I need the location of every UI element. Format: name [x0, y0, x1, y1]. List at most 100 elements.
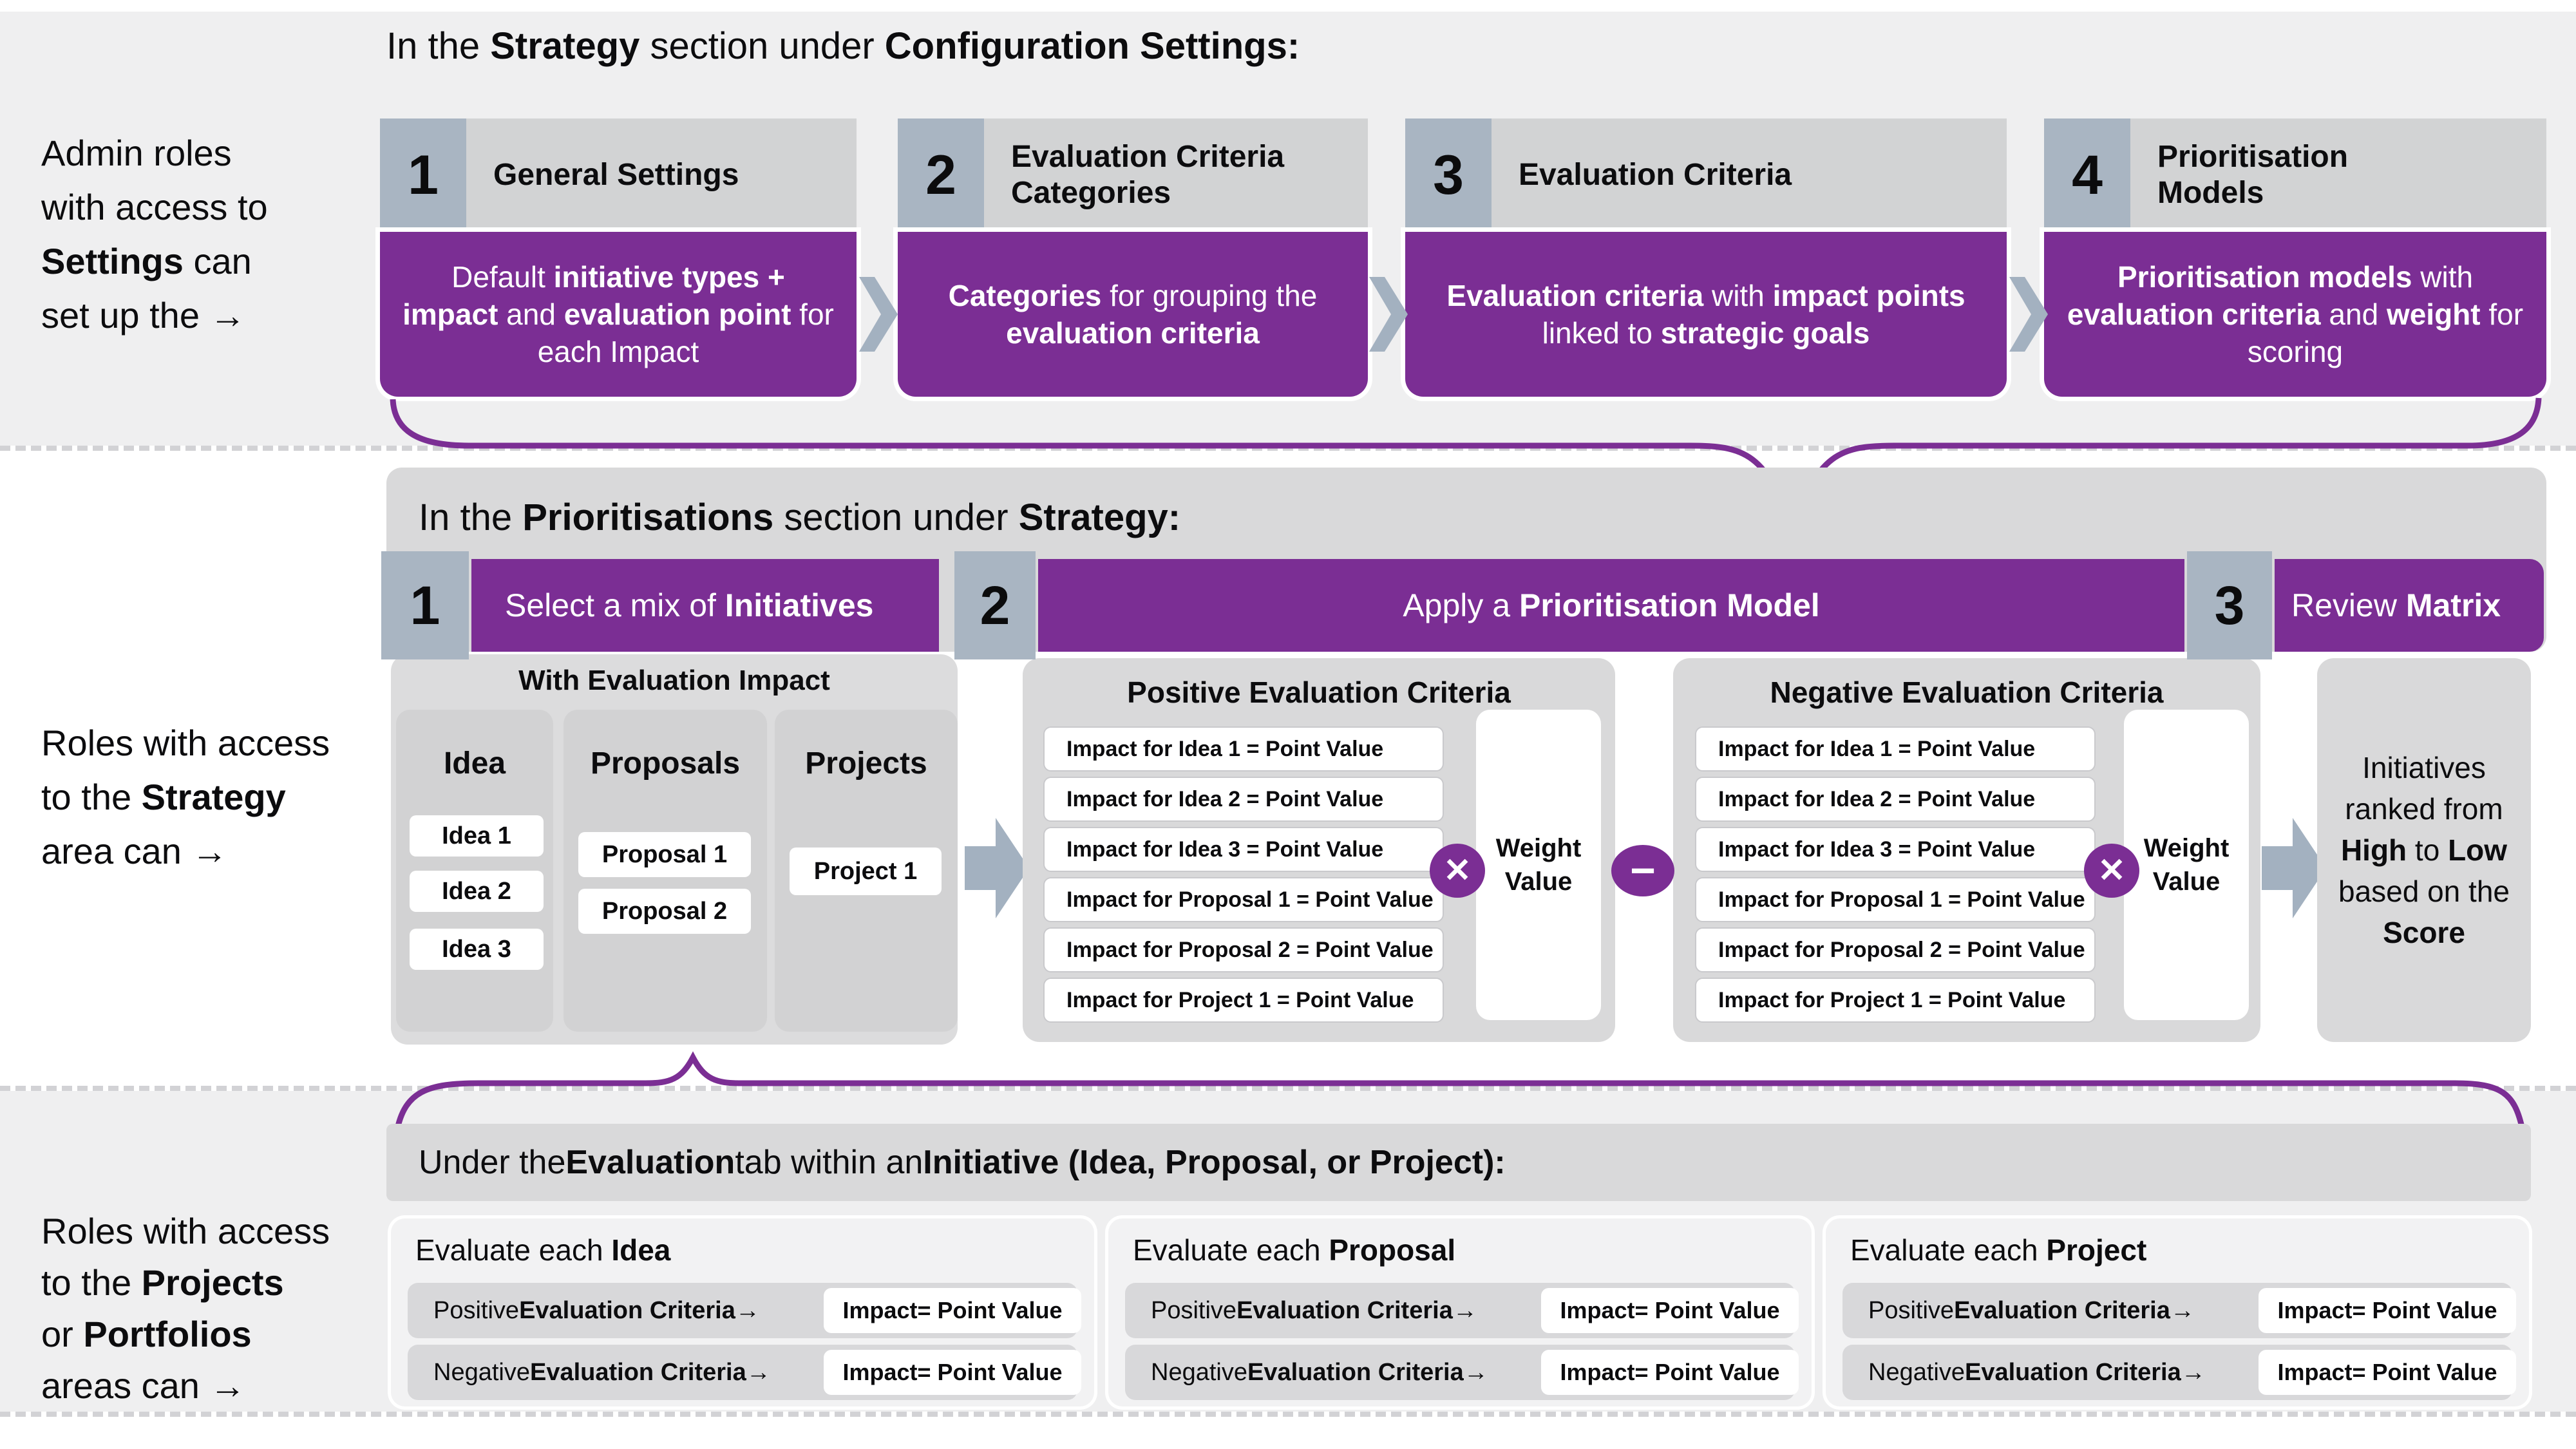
- text-segment: Impact: [842, 1297, 918, 1323]
- evaluate-project-panel: Evaluate each Project Positive Evaluatio…: [1826, 1218, 2529, 1406]
- impact-point-value-chip: Impact = Point Value: [2259, 1288, 2516, 1333]
- text-segment: →: [1463, 1358, 1488, 1386]
- separator-dashed-line-3: [0, 1412, 2576, 1417]
- flow-arrow-icon: [2262, 818, 2326, 918]
- text-segment: section under: [639, 25, 885, 67]
- text-segment: Strategy: [490, 25, 640, 67]
- middle-step-bar-select-initiatives: Select a mix of Initiatives: [471, 559, 939, 652]
- text-segment: initiative types + impact: [402, 260, 785, 331]
- bottom-section-title: Under the Evaluation tab within an Initi…: [419, 1124, 1506, 1201]
- text-segment: Evaluate each: [415, 1233, 612, 1267]
- impact-row: Impact for Project 1 = Point Value: [1043, 978, 1444, 1023]
- text-segment: Evaluation Criteria: [519, 1296, 735, 1324]
- text-segment: evaluation criteria: [2067, 298, 2321, 331]
- text-segment: Settings: [41, 241, 184, 281]
- positive-criteria-row: Positive Evaluation Criteria → Impact = …: [408, 1283, 1081, 1338]
- negative-criteria-row: Negative Evaluation Criteria → Impact = …: [408, 1345, 1081, 1400]
- text-segment: area can →: [41, 831, 228, 871]
- idea-3-chip: Idea 3: [410, 929, 544, 970]
- separator-dashed-line-2: [0, 1086, 2576, 1091]
- text-segment: Initiatives ranked from: [2345, 751, 2503, 826]
- positive-criteria-title: Positive Evaluation Criteria: [1127, 676, 1511, 709]
- text-segment: Default: [451, 260, 554, 294]
- impact-row: Impact for Proposal 1 = Point Value: [1695, 877, 2096, 922]
- text-segment: Impact: [1560, 1297, 1635, 1323]
- admin-roles-note: Admin roles with access to Settings can …: [41, 126, 268, 343]
- text-segment: Evaluation Criteria: [1964, 1358, 2181, 1386]
- text-segment: Review: [2291, 587, 2406, 623]
- step-label: Apply a Prioritisation Model: [1403, 587, 1819, 624]
- chevron-right-icon: [1369, 277, 1408, 352]
- text-segment: Prioritisation models: [2117, 260, 2412, 294]
- text-segment: →: [735, 1296, 760, 1324]
- card-body-general-settings: Default initiative types + impact and ev…: [380, 232, 857, 397]
- text-segment: or: [41, 1314, 84, 1354]
- with-evaluation-impact-title: With Evaluation Impact: [518, 665, 830, 696]
- impact-row: Impact for Idea 2 = Point Value: [1695, 777, 2096, 822]
- proposal-1-chip: Proposal 1: [578, 832, 751, 877]
- minus-operator-icon: −: [1611, 845, 1674, 896]
- text-segment: Evaluation Criteria: [1236, 1296, 1453, 1324]
- ranked-initiatives-result: Initiatives ranked from High to Low base…: [2317, 658, 2531, 1042]
- middle-step-badge-1: 1: [381, 551, 469, 659]
- impact-point-value-chip: Impact = Point Value: [824, 1288, 1081, 1333]
- idea-1-chip: Idea 1: [410, 815, 544, 857]
- middle-step-badge-3: 3: [2187, 551, 2272, 659]
- text-segment: Negative: [1868, 1358, 1965, 1386]
- step-label: Review Matrix: [2291, 587, 2501, 624]
- impact-row: Impact for Idea 1 = Point Value: [1695, 726, 2096, 772]
- text-segment: for grouping the: [1101, 279, 1318, 312]
- text-segment: for scoring: [2247, 298, 2524, 368]
- separator-dashed-line-1: [0, 446, 2576, 451]
- text-segment: In the: [386, 25, 491, 67]
- positive-criteria-row-label: Positive Evaluation Criteria →: [1151, 1283, 1477, 1338]
- step-badge-evaluation-criteria: 3: [1405, 118, 1492, 232]
- impact-row: Impact for Proposal 1 = Point Value: [1043, 877, 1444, 922]
- card-header-eval-criteria-categories: Evaluation Criteria Categories: [984, 118, 1368, 232]
- text-segment: Apply a: [1403, 587, 1519, 623]
- positive-criteria-row: Positive Evaluation Criteria → Impact = …: [1842, 1283, 2516, 1338]
- card-header-evaluation-criteria: Evaluation Criteria: [1492, 118, 2007, 232]
- text-segment: Evaluation Criteria: [529, 1358, 746, 1386]
- text-segment: with: [2412, 260, 2474, 294]
- card-header-label: Prioritisation Models: [2157, 140, 2349, 210]
- admin-roles-note-line: set up the →: [41, 289, 268, 343]
- text-segment: Under the: [419, 1144, 566, 1181]
- card-header-label: General Settings: [493, 158, 739, 192]
- impact-point-value-chip: Impact = Point Value: [1541, 1288, 1799, 1333]
- text-segment: and: [498, 298, 564, 331]
- card-body-eval-criteria-categories: Categories for grouping the evaluation c…: [898, 232, 1368, 397]
- impact-point-value-chip: Impact = Point Value: [824, 1350, 1081, 1395]
- text-segment: with access to: [41, 187, 268, 227]
- multiply-operator-icon: ✕: [2084, 844, 2139, 898]
- text-segment: Proposal: [1329, 1233, 1456, 1267]
- negative-criteria-row-label: Negative Evaluation Criteria →: [1868, 1345, 2206, 1400]
- proposal-2-chip: Proposal 2: [578, 889, 751, 934]
- card-body-prioritisation-models: Prioritisation models with evaluation cr…: [2044, 232, 2546, 397]
- text-segment: Prioritisations: [522, 497, 774, 538]
- step-badge-eval-criteria-categories: 2: [898, 118, 984, 232]
- text-segment: →: [1452, 1296, 1477, 1324]
- project-1-chip: Project 1: [790, 848, 942, 895]
- text-segment: Negative: [1151, 1358, 1247, 1386]
- text-segment: = Point Value: [917, 1359, 1063, 1385]
- text-segment: for each Impact: [537, 298, 834, 368]
- card-header-prioritisation-models: Prioritisation Models: [2130, 118, 2546, 232]
- text-segment: Negative: [433, 1358, 530, 1386]
- evaluate-idea-panel: Evaluate each Idea Positive Evaluation C…: [391, 1218, 1094, 1406]
- proposals-column-title: Proposals: [590, 746, 741, 781]
- projects-roles-note-line: Roles with access: [41, 1206, 330, 1257]
- weight-value-box: Weight Value: [2124, 710, 2249, 1020]
- evaluate-idea-title: Evaluate each Idea: [415, 1233, 670, 1267]
- text-segment: Initiatives: [724, 587, 874, 623]
- text-segment: areas can →: [41, 1365, 246, 1406]
- projects-column-title: Projects: [805, 746, 927, 781]
- flow-arrow-icon: [965, 818, 1029, 918]
- text-segment: Impact: [2277, 1297, 2353, 1323]
- text-segment: Portfolios: [83, 1314, 252, 1354]
- impact-row: Impact for Idea 3 = Point Value: [1695, 827, 2096, 872]
- text-segment: Roles with access: [41, 723, 330, 763]
- text-segment: Matrix: [2405, 587, 2501, 623]
- projects-roles-note-line: areas can →: [41, 1360, 330, 1412]
- chevron-right-icon: [2009, 277, 2048, 352]
